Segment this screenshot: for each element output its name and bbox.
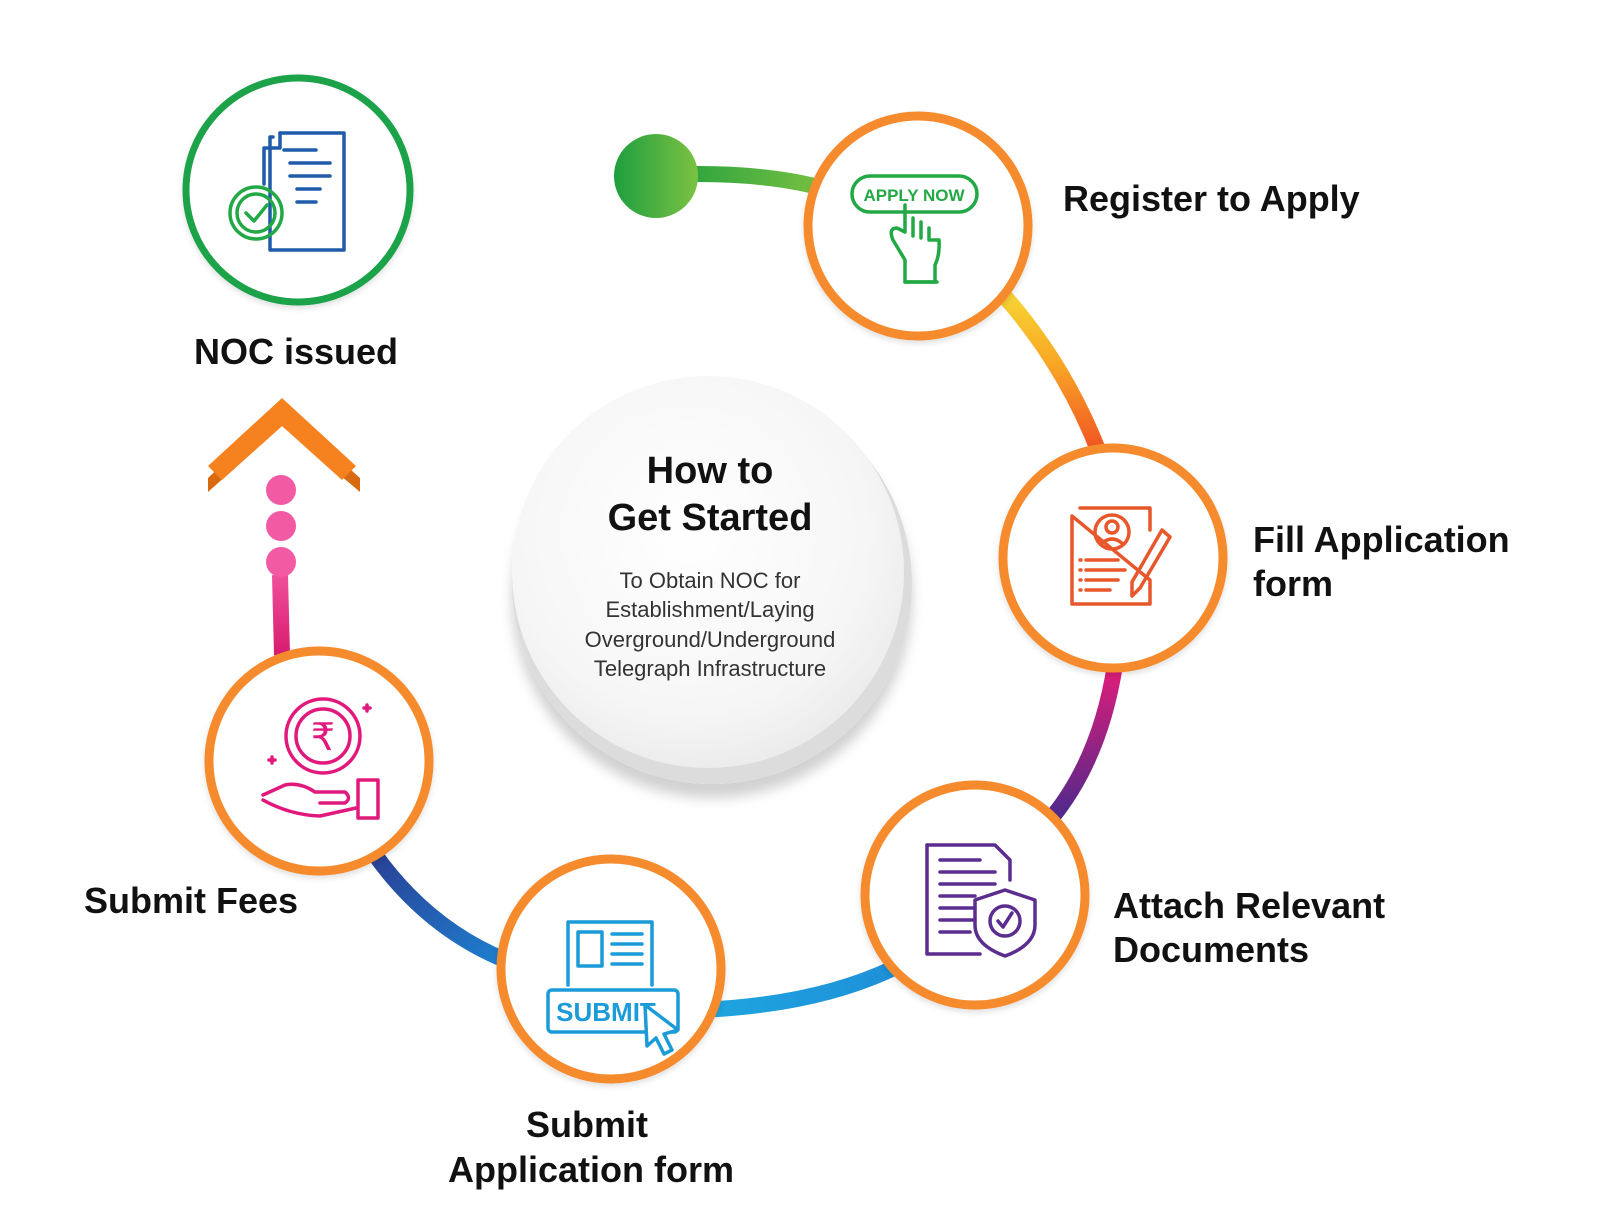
apply-now-icon: APPLY NOW <box>850 174 979 284</box>
dot <box>266 475 296 505</box>
up-arrow-icon <box>208 398 360 492</box>
step-circle-submit <box>496 854 726 1084</box>
connector-submit-fees <box>358 835 509 968</box>
rupee-payment-icon: ₹ <box>261 697 380 820</box>
step-label-fill-line2: form <box>1253 563 1333 604</box>
center-subtitle-line: Telegraph Infrastructure <box>593 656 827 681</box>
step-label-noc: NOC issued <box>194 331 399 372</box>
center-subtitle-line: To Obtain NOC for <box>619 568 801 593</box>
step-label-submit-line1: Submit <box>526 1104 648 1145</box>
center-subtitle-line: Establishment/Laying <box>605 597 815 622</box>
step-label-submit-line2: Application form <box>448 1149 734 1190</box>
submit-text: SUBMIT <box>556 997 656 1027</box>
step-label-attach-line2: Documents <box>1113 929 1310 970</box>
connector-attach-submit <box>699 957 904 1018</box>
step-label-fees: Submit Fees <box>84 880 299 921</box>
apply-now-text: APPLY NOW <box>863 186 965 205</box>
connector-fees-dots <box>272 574 290 656</box>
step-circle-fill <box>998 443 1228 673</box>
submit-icon: SUBMIT <box>546 920 680 1056</box>
center-title-line1: How to <box>646 450 774 492</box>
secure-documents-icon <box>925 843 1037 958</box>
dot <box>266 511 296 541</box>
application-form-icon <box>1070 506 1172 606</box>
dot <box>266 547 296 577</box>
step-label-register: Register to Apply <box>1063 178 1360 219</box>
rupee-symbol: ₹ <box>311 715 335 759</box>
approved-document-icon <box>228 131 346 252</box>
step-circle-register <box>803 111 1033 341</box>
center-info-circle <box>512 376 912 784</box>
step-label-fill-line1: Fill Application <box>1253 519 1510 560</box>
center-title-line2: Get Started <box>607 497 813 539</box>
start-dot <box>614 134 698 218</box>
center-subtitle-line: Overground/Underground <box>584 627 836 652</box>
progress-dots <box>266 475 296 577</box>
connector-fill-attach <box>1043 663 1123 826</box>
step-label-attach-line1: Attach Relevant <box>1113 885 1386 926</box>
